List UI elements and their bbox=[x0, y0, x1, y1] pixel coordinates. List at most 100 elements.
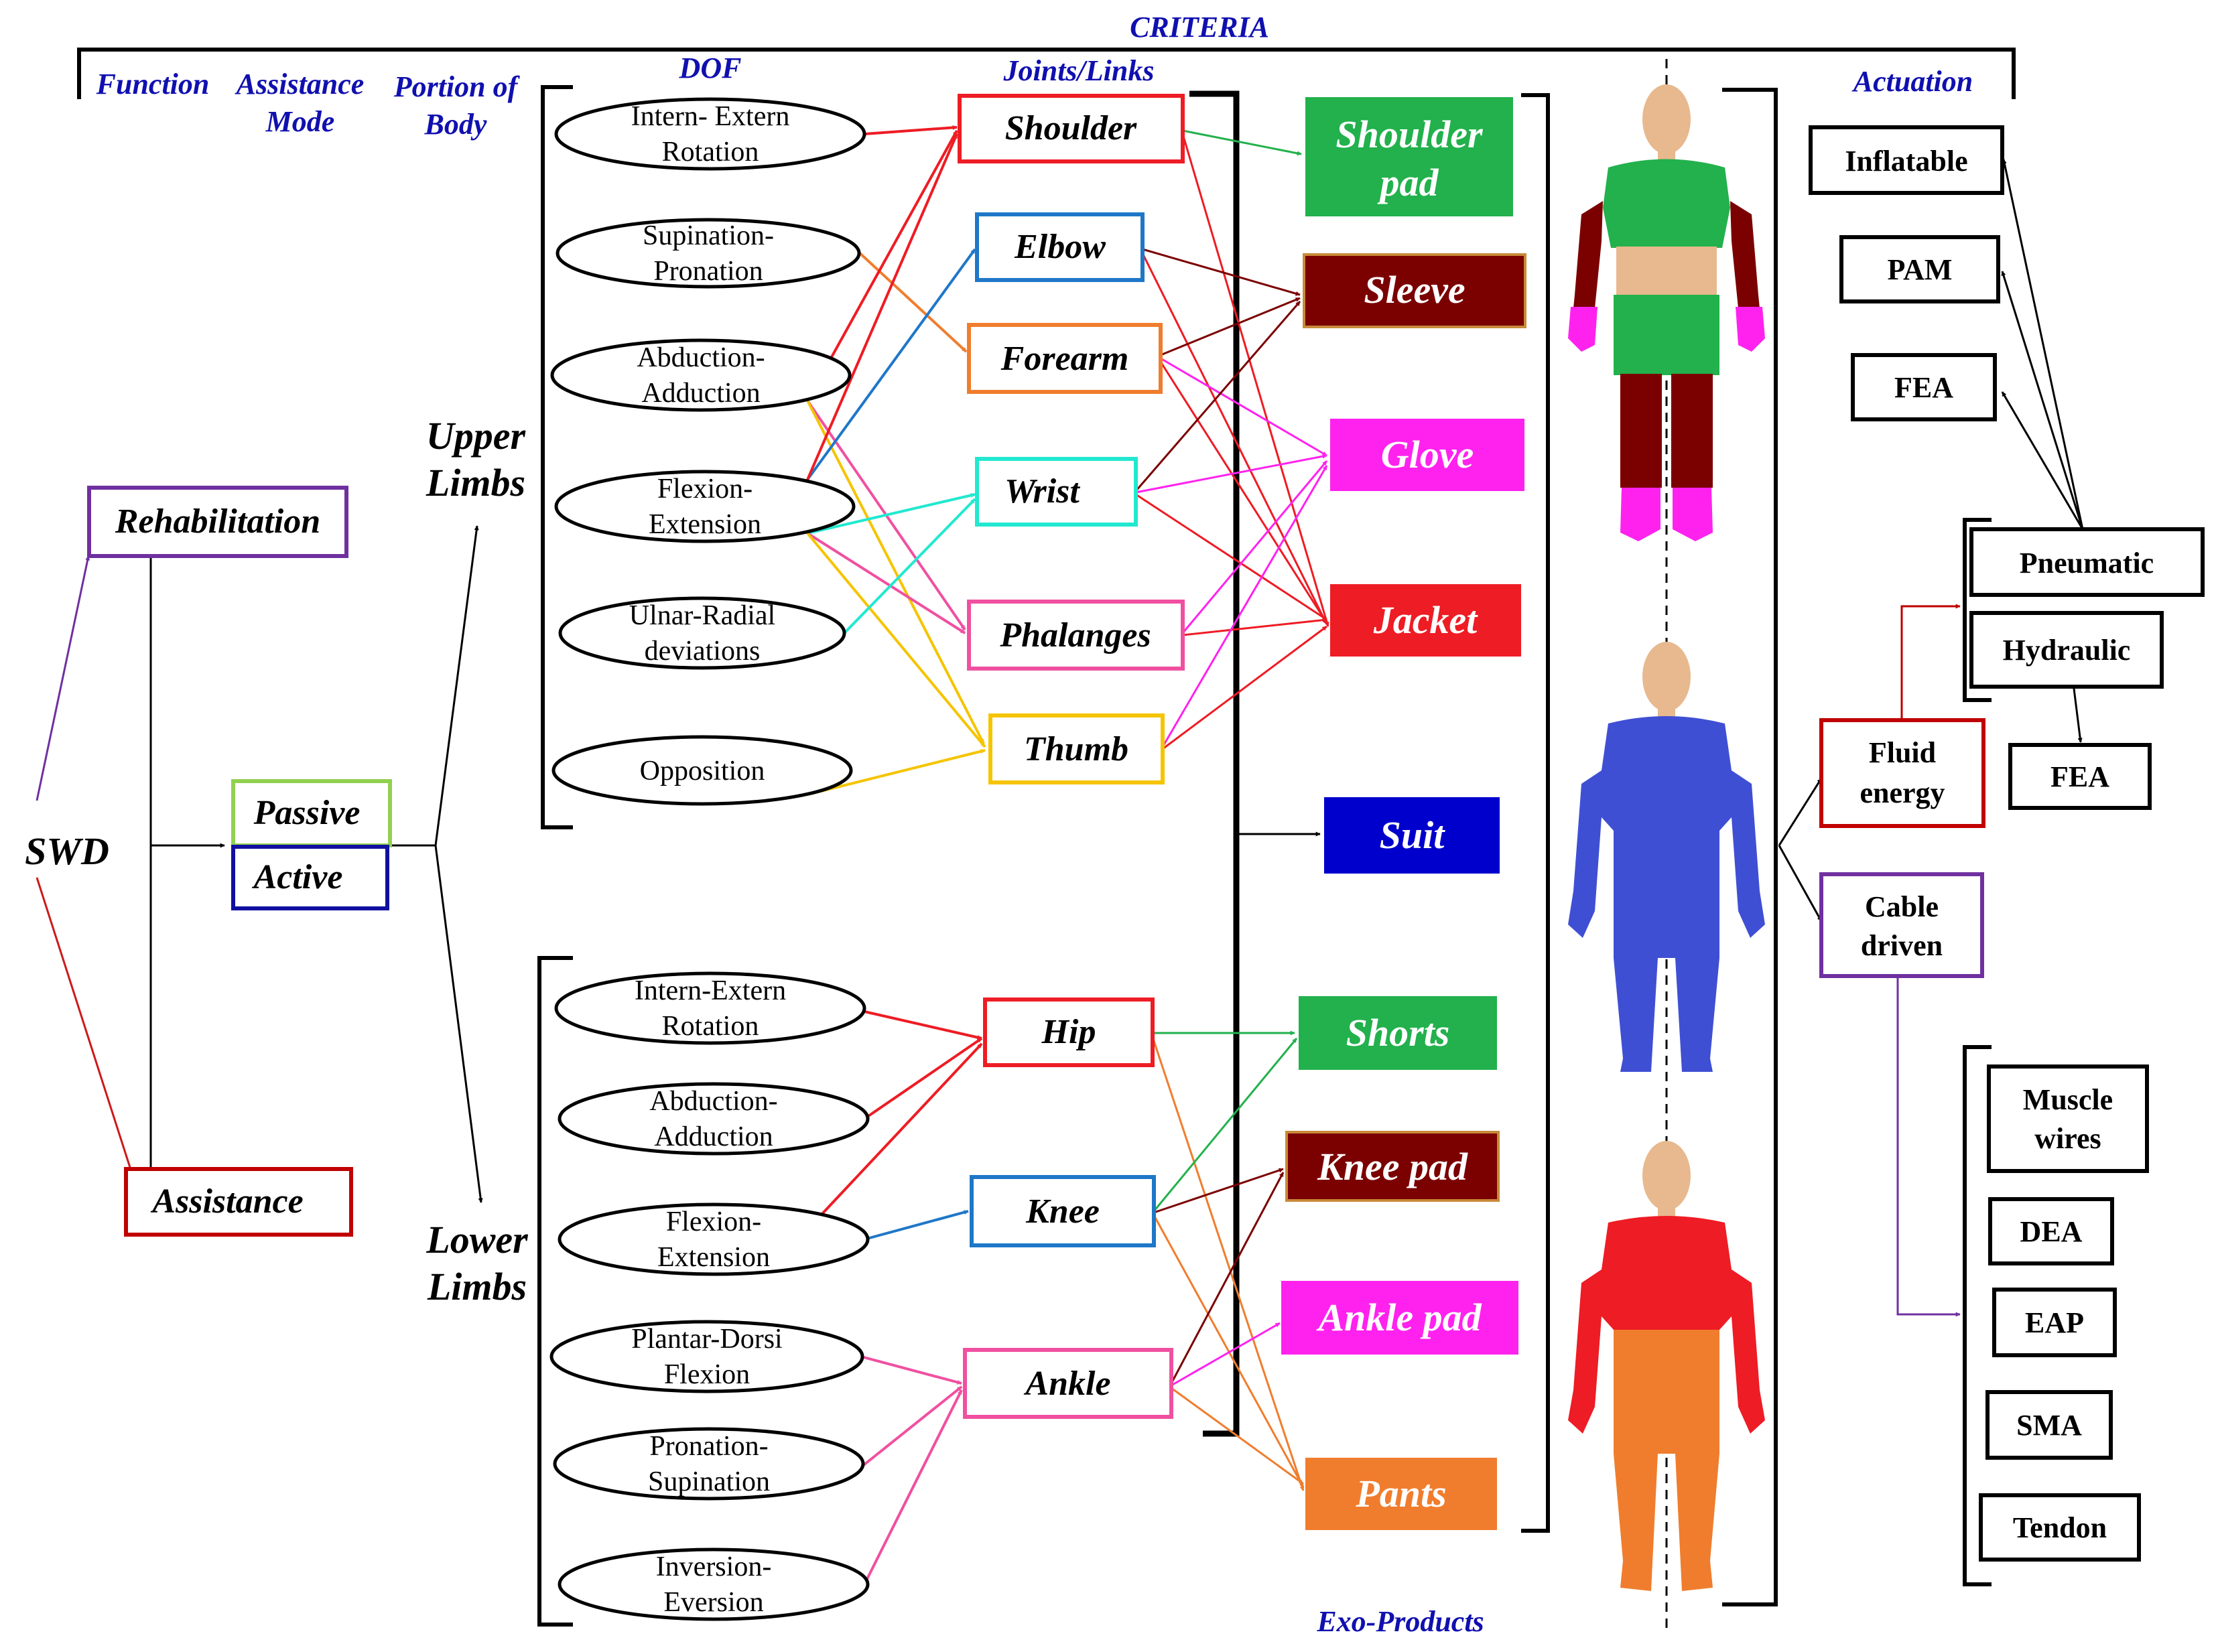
passive-box: Passive bbox=[231, 779, 392, 847]
svg-text:Rehabilitation: Rehabilitation bbox=[115, 502, 320, 541]
dof-joint-links bbox=[806, 125, 986, 1585]
svg-text:Supination: Supination bbox=[648, 1466, 770, 1497]
link-abd-shoulder bbox=[806, 130, 958, 401]
link-pneumatic-pam bbox=[2001, 271, 2084, 530]
swd-root: SWD bbox=[25, 829, 109, 873]
dof-upper-supination: Supination- Pronation bbox=[556, 218, 861, 289]
svg-text:Phalanges: Phalanges bbox=[999, 616, 1151, 655]
dof-lower-flexion: Flexion- Extension bbox=[558, 1202, 870, 1276]
svg-text:Thumb: Thumb bbox=[1024, 730, 1128, 768]
link-inv-ankle bbox=[863, 1389, 963, 1585]
act-inflatable: Inflatable bbox=[1809, 125, 2004, 195]
svg-text:FEA: FEA bbox=[1894, 371, 1953, 404]
act-fluid-energy: Fluid energy bbox=[1819, 718, 1985, 828]
link-ankle-kneepad bbox=[1170, 1172, 1285, 1384]
link-forearm-jacket bbox=[1159, 361, 1328, 624]
exo-products-header: Exo-Products bbox=[1316, 1605, 1484, 1638]
svg-text:Opposition: Opposition bbox=[640, 756, 765, 786]
svg-text:Rotation: Rotation bbox=[662, 1011, 759, 1042]
assistance-mode-header-line1: Assistance bbox=[235, 68, 365, 100]
joint-ankle: Ankle bbox=[963, 1348, 1173, 1419]
link-labd-hip bbox=[863, 1037, 983, 1120]
svg-text:Sleeve: Sleeve bbox=[1364, 268, 1465, 312]
dof-header: DOF bbox=[679, 52, 742, 84]
svg-text:energy: energy bbox=[1860, 776, 1945, 809]
svg-text:pad: pad bbox=[1377, 161, 1439, 204]
product-sleeve: Sleeve bbox=[1303, 253, 1526, 328]
dof-lower-group: Intern-Extern Rotation Abduction- Adduct… bbox=[549, 971, 870, 1621]
criteria-header: CRITERIA bbox=[1130, 11, 1269, 44]
link-knee-shorts bbox=[1153, 1038, 1298, 1212]
figure-upper-products bbox=[1568, 84, 1765, 541]
act-sma: SMA bbox=[1985, 1390, 2113, 1460]
act-dea: DEA bbox=[1988, 1197, 2114, 1265]
act-fea-bottom: FEA bbox=[2008, 743, 2152, 810]
link-cable-bracket bbox=[1896, 975, 1961, 1317]
electro-bracket bbox=[1963, 1045, 1992, 1586]
assistance-box: Assistance bbox=[124, 1167, 353, 1237]
dof-upper-abduction: Abduction- Adduction bbox=[550, 338, 852, 412]
act-fea-top: FEA bbox=[1851, 353, 1997, 421]
link-lrot-hip bbox=[864, 1010, 982, 1040]
link-hip-pants bbox=[1151, 1036, 1305, 1491]
svg-text:Flexion: Flexion bbox=[664, 1359, 750, 1390]
arrow-lower bbox=[434, 845, 483, 1203]
link-plantar-ankle bbox=[860, 1355, 962, 1385]
svg-text:Ankle: Ankle bbox=[1023, 1365, 1110, 1403]
svg-text:Active: Active bbox=[252, 858, 343, 896]
link-thumb-jacket bbox=[1162, 625, 1327, 750]
headers: CRITERIA Function Assistance Mode Portio… bbox=[96, 11, 1973, 1638]
svg-text:Supination-: Supination- bbox=[643, 220, 774, 251]
link-opp-thumb bbox=[807, 749, 986, 796]
svg-text:EAP: EAP bbox=[2025, 1306, 2084, 1339]
link-rot-shoulder bbox=[864, 125, 958, 135]
product-glove: Glove bbox=[1330, 419, 1524, 491]
link-shoulder-pad bbox=[1182, 129, 1302, 156]
svg-text:Abduction-: Abduction- bbox=[649, 1086, 777, 1117]
link-thumb-glove bbox=[1161, 465, 1328, 748]
arrow-swd-rehab bbox=[36, 555, 90, 801]
link-fluid-bracket bbox=[1900, 604, 1961, 718]
link-knee-pants bbox=[1153, 1215, 1305, 1488]
link-ulnar-wrist bbox=[843, 498, 976, 634]
link-elbow-sleeve bbox=[1142, 248, 1301, 296]
upper-limbs-label: Upper Limbs bbox=[426, 414, 526, 504]
active-box: Active bbox=[231, 845, 389, 910]
link-ankle-pants bbox=[1171, 1387, 1304, 1485]
svg-text:Eversion: Eversion bbox=[663, 1587, 763, 1618]
link-forearm-sleeve bbox=[1160, 297, 1301, 356]
link-lflex-hip bbox=[820, 1042, 983, 1217]
dof-lower-plantar-dorsi: Plantar-Dorsi Flexion bbox=[549, 1320, 864, 1393]
svg-text:Pronation-: Pronation- bbox=[649, 1431, 768, 1462]
figure-suit bbox=[1568, 642, 1765, 1072]
act-cable-driven: Cable driven bbox=[1819, 872, 1984, 978]
dof-lower-inversion: Inversion- Eversion bbox=[558, 1547, 870, 1621]
svg-text:Rotation: Rotation bbox=[662, 137, 759, 167]
link-wrist-sleeve bbox=[1134, 301, 1301, 492]
link-phalanges-glove bbox=[1181, 460, 1328, 634]
dof-lower-rotation: Intern-Extern Rotation bbox=[554, 971, 866, 1045]
svg-text:Intern- Extern: Intern- Extern bbox=[631, 101, 790, 132]
svg-text:Limbs: Limbs bbox=[427, 1265, 527, 1308]
svg-text:Elbow: Elbow bbox=[1014, 228, 1106, 266]
svg-text:Pronation: Pronation bbox=[653, 256, 763, 287]
dof-lower-pronation: Pronation- Supination bbox=[553, 1427, 865, 1501]
function-header: Function bbox=[96, 68, 210, 100]
link-fig-cable bbox=[1778, 845, 1823, 922]
joint-thumb: Thumb bbox=[988, 713, 1165, 784]
actuation-header: Actuation bbox=[1851, 65, 1973, 98]
svg-text:Inflatable: Inflatable bbox=[1845, 145, 1967, 178]
link-hydraulic-fea bbox=[2073, 688, 2083, 743]
upper-dof-bracket bbox=[541, 85, 573, 829]
joint-elbow: Elbow bbox=[975, 212, 1145, 282]
joints-links-header: Joints/Links bbox=[1003, 54, 1155, 87]
svg-text:Upper: Upper bbox=[426, 414, 526, 458]
product-boxes: Shoulder pad Sleeve Glove Jacket Suit Sh… bbox=[1281, 97, 1526, 1530]
svg-text:Shoulder: Shoulder bbox=[1335, 113, 1483, 156]
link-shoulder-jacket bbox=[1181, 133, 1329, 627]
actuation-links bbox=[1778, 159, 2084, 1317]
link-pneumatic-fea bbox=[2001, 391, 2084, 530]
link-flex-phalanges bbox=[806, 532, 966, 634]
link-wrist-glove bbox=[1135, 454, 1327, 494]
svg-text:Knee pad: Knee pad bbox=[1317, 1145, 1468, 1188]
